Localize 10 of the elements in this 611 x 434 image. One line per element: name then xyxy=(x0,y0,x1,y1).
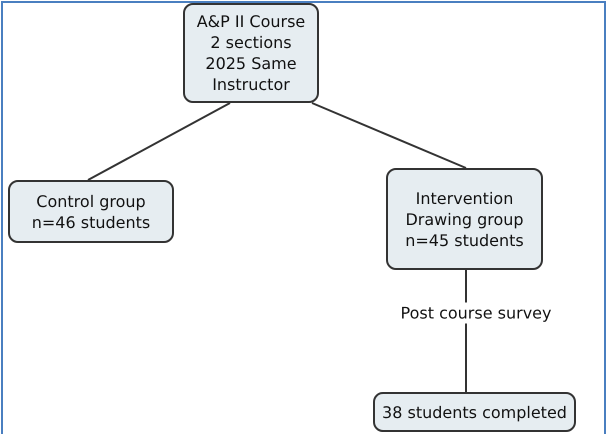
connector-line xyxy=(88,102,230,181)
node-text: Intervention Drawing group n=45 students xyxy=(404,188,525,250)
process-box xyxy=(386,168,543,270)
process-box xyxy=(183,3,319,103)
node-text: Control group n=46 students xyxy=(30,190,152,232)
connector-line xyxy=(312,102,466,169)
process-box xyxy=(8,180,174,243)
node-text: A&P II Course 2 sections 2025 Same Instructor xyxy=(196,11,306,95)
process-box xyxy=(373,392,576,432)
node-text: 38 students completed xyxy=(382,402,567,422)
